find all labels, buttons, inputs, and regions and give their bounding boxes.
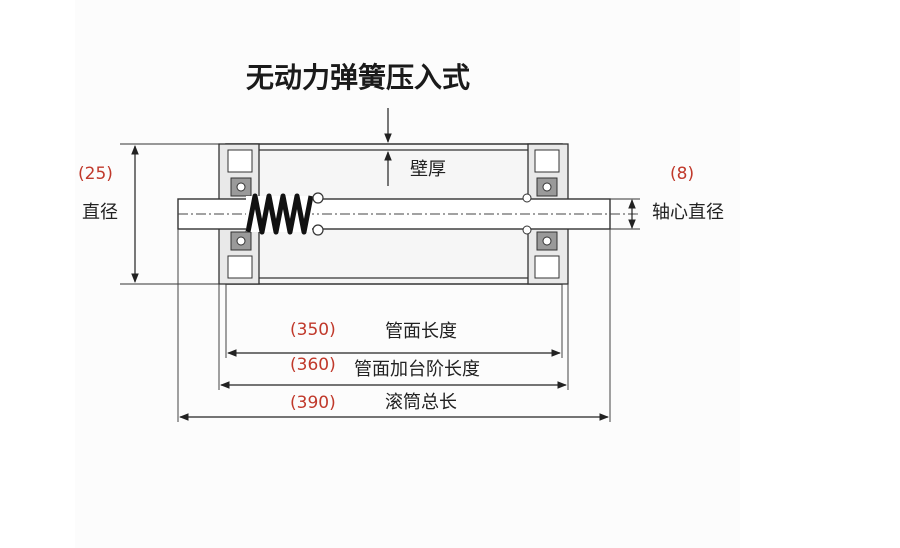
diameter-label: 直径: [82, 202, 118, 223]
extension-lines: [177, 229, 611, 422]
shaft-diameter-label: 轴心直径: [652, 202, 724, 223]
diameter-value: (25): [78, 164, 113, 184]
tube-step-length-label: 管面加台阶长度: [354, 359, 480, 380]
shaft-diameter-value: (8): [670, 164, 695, 184]
spring: [245, 192, 532, 236]
tube-length-value: (350): [290, 320, 336, 340]
tube-step-length-value: (360): [290, 355, 336, 375]
diagram-title: 无动力弹簧压入式: [246, 61, 471, 94]
shaft-diameter-dimension: [610, 198, 640, 230]
wall-thickness-label: 壁厚: [410, 159, 446, 180]
tube-length-label: 管面长度: [385, 321, 457, 342]
length-dimensions: [179, 349, 609, 421]
bearings: [230, 177, 558, 251]
total-length-value: (390): [290, 393, 336, 413]
diameter-dimension: [120, 143, 226, 285]
total-length-label: 滚筒总长: [385, 392, 457, 413]
